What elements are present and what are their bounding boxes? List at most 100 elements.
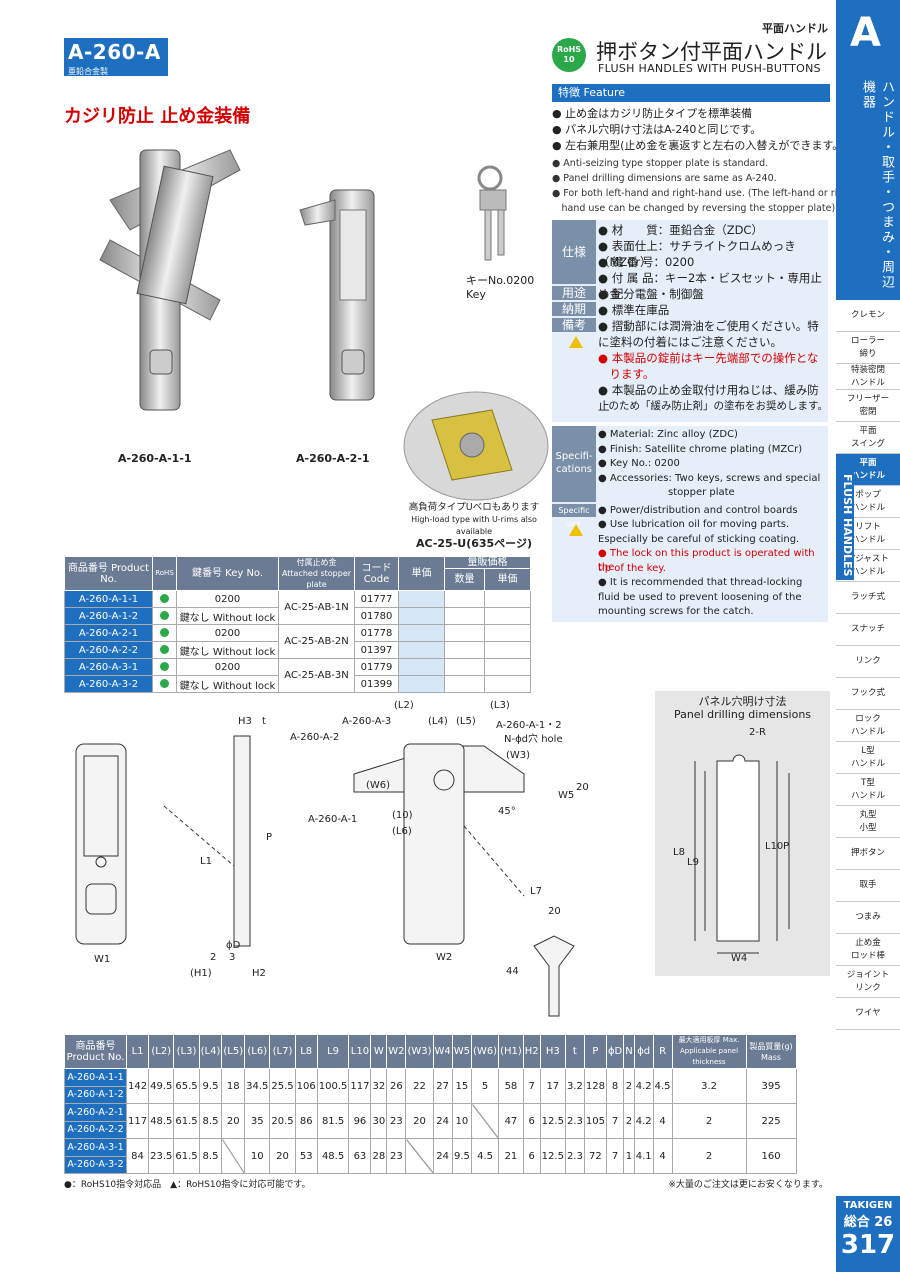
- rohs-badge: RoHS 10: [552, 38, 586, 72]
- sidebar-item-text: 押ボタン: [850, 848, 885, 858]
- page-number: 317: [840, 1230, 896, 1260]
- stopper-plate-3: [299, 199, 336, 226]
- stopper-plate: AC-25-AB-3N: [278, 658, 355, 693]
- sidebar-item: L型ハンドル: [836, 742, 900, 774]
- dim-product-number: A-260-A-1-1: [64, 1068, 127, 1087]
- sidebar-item-text: リフト: [855, 521, 881, 532]
- dim-product-number: A-260-A-1-2: [64, 1085, 127, 1104]
- dim-row: A-260-A-2-2: [64, 1120, 797, 1139]
- sidebar-item: フリーザー密閉: [836, 390, 900, 422]
- stock-label: 納期: [552, 302, 596, 316]
- dim-header: 製品質量(g) Mass: [745, 1034, 797, 1069]
- urim-caption: 高負荷タイプUベロもあります High-load type with U-rim…: [398, 502, 550, 550]
- bulk-qty: [444, 590, 485, 608]
- product-code: A-260-A: [68, 40, 161, 64]
- sidebar-item-text: リンク: [855, 656, 881, 666]
- sidebar-item-text: ハンドル: [850, 470, 885, 481]
- dim-value: 4: [652, 1103, 673, 1139]
- dim-label: L7: [530, 886, 542, 897]
- sidebar-item: ワイヤ: [836, 998, 900, 1030]
- sidebar-item-text: L型: [861, 745, 875, 756]
- bulk-qty: [444, 675, 485, 693]
- sidebar-item-text: アジャスト: [847, 553, 889, 564]
- dim-value: 2: [671, 1103, 747, 1139]
- dim-header: R: [652, 1034, 673, 1069]
- panel-label-r: 2-R: [749, 727, 766, 738]
- key-head: [479, 189, 507, 211]
- dim-value: 8: [605, 1068, 625, 1104]
- key-caption-en: Key: [466, 288, 486, 301]
- dim-label: 20: [576, 782, 589, 793]
- dim-value: 4.5: [471, 1138, 500, 1174]
- sidebar-item-text: ジョイント: [846, 969, 890, 980]
- rohs-mark: [152, 641, 177, 659]
- dim-label: (L3): [490, 700, 510, 711]
- front-view-keyhole: [95, 856, 107, 868]
- rohs-mark: [152, 624, 177, 642]
- sidebar-item-text: ハンドル: [850, 534, 885, 545]
- footer-legend: ●：RoHS10指令対応品 ▲：RoHS10指令に対応可能です。: [64, 1180, 311, 1190]
- sidebar-item-text: ラッチ式: [850, 592, 885, 602]
- dim-value: 117: [348, 1068, 372, 1104]
- note2-en-line: ● It is recommended that thread-locking: [598, 577, 803, 588]
- key-photo: [477, 165, 507, 261]
- panel-label-l8: L8: [673, 847, 685, 858]
- sidebar-item: ジョイントリンク: [836, 966, 900, 998]
- th-product: 商品番号 Product No.: [64, 556, 153, 591]
- dim-value: 86: [294, 1103, 318, 1139]
- photo-caption-1: A-260-A-1-1: [118, 452, 192, 465]
- rohs-dot-icon: [160, 628, 169, 637]
- dim-label: A-260-A-2: [290, 732, 340, 743]
- dim-header: W4: [432, 1034, 453, 1069]
- dim-value: [221, 1138, 246, 1174]
- dim-header: L9: [316, 1034, 350, 1069]
- sidebar-item: リフトハンドル: [836, 518, 900, 550]
- sidebar-item-text: ワイヤ: [855, 1008, 881, 1018]
- photo-caption-2: A-260-A-2-1: [296, 452, 370, 465]
- feature-en-item: ● For both left-hand and right-hand use.…: [552, 188, 857, 199]
- sidebar-item-text: T型: [861, 777, 875, 788]
- dim-label: A-260-A-1: [308, 814, 358, 825]
- urim-caption-en: High-load type with U-rims also availabl…: [411, 515, 537, 536]
- dim-value: 8.5: [198, 1103, 223, 1139]
- dim-label: N-ϕd穴 hole: [504, 734, 563, 745]
- dim-label: (L5): [456, 716, 476, 727]
- dim-header: W: [370, 1034, 388, 1069]
- key-number: 鍵なし Without lock: [176, 607, 279, 625]
- dim-value: 18: [221, 1068, 246, 1104]
- sidebar-item-text: ハンドル: [850, 502, 885, 513]
- use-en: ● Power/distribution and control boards: [598, 505, 798, 516]
- product-code: 01399: [354, 675, 399, 693]
- unit-price: [398, 590, 445, 608]
- sidebar-item-text: ポップ: [855, 489, 881, 500]
- dim-label: (L6): [392, 826, 412, 837]
- note-red-en-line: ● The lock on this product is operated w…: [598, 548, 815, 573]
- dim-value: 81.5: [316, 1103, 350, 1139]
- front-view-button: [85, 883, 117, 915]
- dim-label: 3: [229, 952, 236, 963]
- key-drawing: [533, 935, 575, 1017]
- handle-lever-2: [339, 209, 367, 301]
- dim-value: 6: [522, 1138, 541, 1174]
- spec-en-line: ● Finish: Satellite chrome plating (MZCr…: [598, 443, 803, 455]
- sidebar-item: アジャストハンドル: [836, 550, 900, 582]
- dim-header: (L5): [221, 1034, 246, 1069]
- dim-header: P: [583, 1034, 607, 1069]
- dim-value: 53: [294, 1138, 318, 1174]
- dim-label: (W6): [366, 780, 391, 791]
- dim-header: (W3): [405, 1034, 434, 1069]
- feature-header: 特徴 Feature: [552, 84, 830, 102]
- sidebar-item-text: 止め金: [855, 937, 881, 948]
- sidebar-item-text: ロック: [855, 713, 881, 724]
- page-number-box: TAKIGEN 総合 26 317: [836, 1196, 900, 1272]
- urim-photo: [403, 391, 549, 501]
- sidebar-item: ラッチ式: [836, 582, 900, 614]
- note-jp-line: ● 摺動部には潤滑油をご使用ください。特に: [598, 319, 819, 349]
- product-number: A-260-A-1-2: [64, 607, 153, 625]
- spec-jp-line: ● 材 質：亜鉛合金（ZDC）: [598, 223, 763, 237]
- dim-label: 20: [548, 906, 561, 917]
- use-jp: ● 配分電盤・制御盤: [598, 287, 704, 301]
- dim-value: 28: [370, 1138, 388, 1174]
